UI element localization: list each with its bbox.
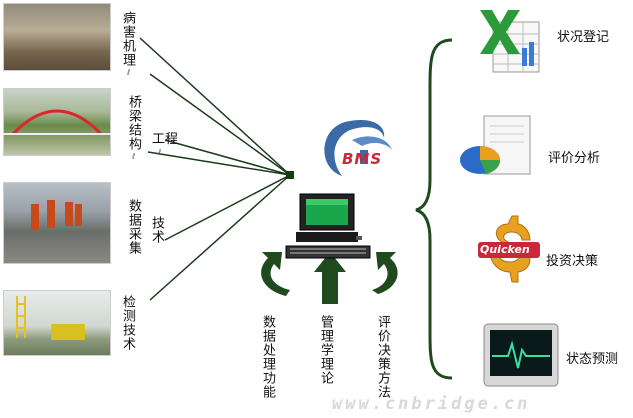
spreadsheet-icon [480, 10, 540, 73]
arrow-left [261, 252, 290, 296]
label-data-processing: 数据处理功能 [260, 315, 275, 399]
arrow-middle [314, 252, 346, 304]
connector-line-1 [139, 37, 291, 176]
label-data-collection: 数据采集 [126, 199, 141, 255]
photo-bridge-pier [3, 3, 111, 71]
label-status-prediction: 状态预测 [566, 352, 619, 367]
quicken-icon [478, 215, 540, 283]
label-status-registration: 状况登记 [557, 30, 610, 45]
photo-arch-bridge [3, 88, 111, 156]
bms-logo-icon [324, 119, 392, 176]
label-engineering: 工程 [152, 132, 179, 147]
pie-chart-icon [460, 115, 531, 175]
label-management: 管理学理论 [318, 315, 333, 385]
bullet-mark-icon: ℓ [158, 148, 162, 157]
label-inspection-tech: 检测技术 [120, 295, 135, 351]
label-technology: 技术 [149, 216, 164, 244]
label-investment-decision: 投资决策 [546, 254, 599, 269]
heart-monitor-icon [483, 323, 559, 387]
arrow-right [372, 252, 398, 294]
bullet-mark-icon: ℓ [127, 68, 131, 77]
curved-arrows [261, 252, 398, 304]
connector-line-4 [147, 151, 291, 176]
label-disease-mechanism: 病害机理 [120, 11, 135, 67]
convergence-node [286, 171, 294, 179]
bms-logo-text: BMS [342, 150, 383, 168]
computer-icon [285, 193, 371, 259]
connector-line-5 [164, 174, 291, 241]
photo-inspection-vehicle [3, 290, 111, 356]
right-brace [415, 38, 453, 380]
connector-line-2 [149, 73, 291, 176]
label-evaluation-analysis: 评价分析 [548, 151, 601, 166]
label-bridge-structure: 桥梁结构 [126, 95, 141, 151]
connector-line-6 [149, 174, 291, 301]
watermark: www.cnbridge.cn [332, 394, 531, 414]
bullet-mark-icon: ℓ [132, 152, 136, 161]
quicken-icon-text: Quicken [480, 243, 530, 256]
label-evaluation: 评价决策方法 [375, 315, 390, 399]
connector-line-3 [164, 139, 291, 176]
photo-data-collection [3, 182, 111, 264]
